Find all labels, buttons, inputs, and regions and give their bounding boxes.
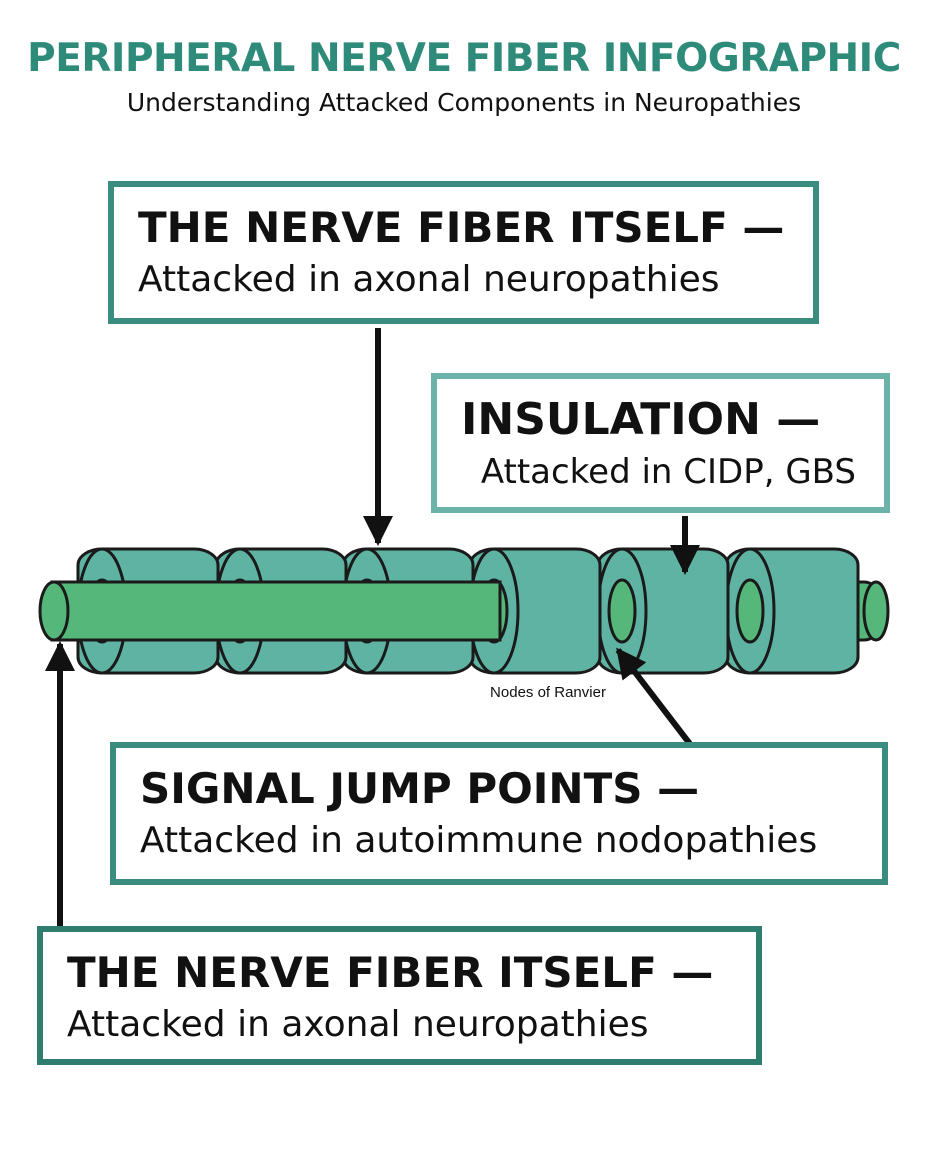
callout-heading: THE NERVE FIBER ITSELF — — [138, 203, 785, 252]
nerve-fiber-illustration — [38, 547, 890, 675]
callout-nerve-fiber-top: THE NERVE FIBER ITSELF — Attacked in axo… — [108, 181, 819, 324]
callout-nerve-fiber-bottom: THE NERVE FIBER ITSELF — Attacked in axo… — [37, 926, 762, 1065]
callout-heading: SIGNAL JUMP POINTS — — [140, 764, 700, 813]
callout-signal-jump-points: SIGNAL JUMP POINTS — Attacked in autoimm… — [110, 742, 888, 885]
callout-detail: Attacked in axonal neuropathies — [67, 1004, 649, 1045]
nodes-of-ranvier-label: Nodes of Ranvier — [490, 684, 606, 701]
arrow-to-node — [615, 647, 693, 746]
page-title: PERIPHERAL NERVE FIBER INFOGRAPHIC — [27, 36, 901, 81]
callout-heading: THE NERVE FIBER ITSELF — — [67, 948, 714, 997]
myelin-segment-hole — [735, 578, 765, 644]
axon-right-cap — [862, 580, 890, 642]
callout-heading: INSULATION — — [461, 394, 821, 445]
callout-detail: Attacked in axonal neuropathies — [138, 259, 720, 300]
callout-detail: Attacked in CIDP, GBS — [480, 452, 856, 492]
callout-insulation: INSULATION — Attacked in CIDP, GBS — [431, 373, 890, 513]
axon-left-cap — [38, 580, 70, 642]
axon-core — [50, 580, 502, 642]
myelin-segment-hole — [607, 578, 637, 644]
callout-detail: Attacked in autoimmune nodopathies — [140, 820, 818, 861]
page-subtitle: Understanding Attacked Components in Neu… — [126, 88, 802, 117]
